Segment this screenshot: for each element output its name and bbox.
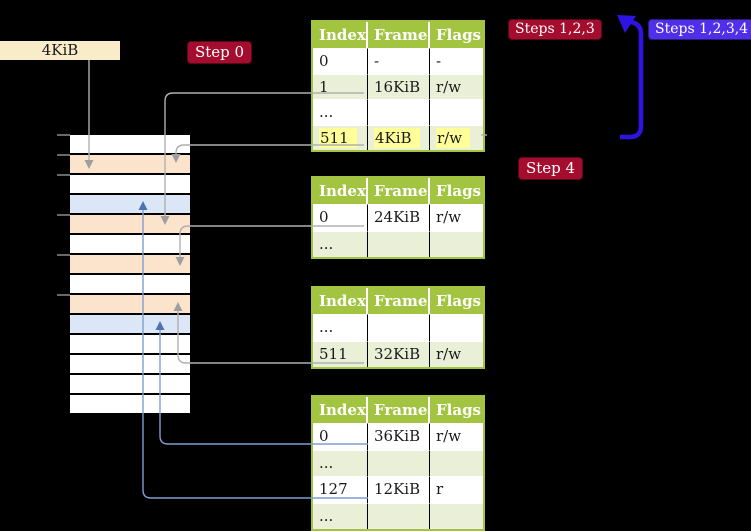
table-row: ... [313,449,483,476]
table-row: 0 - - [313,48,483,74]
table-cell: ... [313,502,368,529]
table-cell [430,502,483,529]
table-cell [368,314,430,341]
arrowhead-up-left-icon [617,15,636,33]
table-cell [430,230,483,257]
memory-frame-row [70,135,190,153]
memory-frame-row [70,155,190,173]
table-cell: 127 [313,476,368,503]
page-table-level-4: Index Frame Flags 0 36KiB r/w ... 127 12… [311,395,485,531]
memory-frame-row [70,215,190,233]
table-cell: 0 [313,48,368,74]
table-cell [368,449,430,476]
column-header-flags: Flags [430,178,483,204]
highlighted-value: 511 [319,127,357,148]
table-cell: 511 [313,124,368,150]
column-header-index: Index [313,22,368,48]
table-header-row: Index Frame Flags [313,178,483,204]
table-row: ... [313,314,483,341]
column-header-flags: Flags [430,22,483,48]
column-header-frame: Frame [368,397,430,423]
column-header-frame: Frame [368,22,430,48]
table-cell: 12KiB [368,476,430,503]
memory-frame-row [70,335,190,353]
memory-frame-row [70,195,190,213]
table-cell: 511 [313,340,368,367]
highlighted-value: 4KiB [374,127,420,148]
table-cell [430,449,483,476]
page-table-level-3: Index Frame Flags ... 511 32KiB r/w [311,286,485,369]
table-cell: 4KiB [368,124,430,150]
column-header-index: Index [313,178,368,204]
column-header-index: Index [313,288,368,314]
table-cell: 24KiB [368,204,430,231]
badge-step-4: Step 4 [518,157,584,180]
table-cell [368,99,430,125]
table-cell [430,314,483,341]
table-cell: 32KiB [368,340,430,367]
table-row: ... [313,502,483,529]
badge-steps-1-2-3-4: Steps 1,2,3,4 [648,19,751,40]
table-cell: ... [313,99,368,125]
table-cell: 1 [313,73,368,99]
table-row-highlighted: 511 4KiB r/w [313,124,483,150]
column-header-flags: Flags [430,397,483,423]
highlighted-value: r/w [436,127,471,148]
table-row: ... [313,230,483,257]
table-row: 1 16KiB r/w [313,73,483,99]
memory-frame-row [70,275,190,293]
table-header-row: Index Frame Flags [313,288,483,314]
table-cell: - [368,48,430,74]
memory-frame-row [70,255,190,273]
table-cell: 16KiB [368,73,430,99]
table-row: 0 24KiB r/w [313,204,483,231]
table-cell: ... [313,230,368,257]
table-cell: - [430,48,483,74]
table-cell: r/w [430,204,483,231]
table-cell: r/w [430,423,483,450]
table-header-row: Index Frame Flags [313,397,483,423]
memory-frame-row [70,395,190,413]
column-header-frame: Frame [368,178,430,204]
memory-frame-row [70,175,190,193]
badge-step-0: Step 0 [187,41,253,64]
table-cell: 0 [313,423,368,450]
table-cell: ... [313,314,368,341]
steps-1234-loop-arrow [620,19,644,140]
table-cell [430,99,483,125]
table-row: ... [313,99,483,125]
table-cell: r/w [430,340,483,367]
table-cell: r/w [430,73,483,99]
memory-frame-row [70,295,190,313]
table-cell: r [430,476,483,503]
memory-frame-row [70,315,190,333]
memory-frame-row [70,375,190,393]
table-cell: ... [313,449,368,476]
table-cell: 36KiB [368,423,430,450]
page-table-level-2: Index Frame Flags 0 24KiB r/w ... [311,176,485,259]
column-header-flags: Flags [430,288,483,314]
table-cell [368,502,430,529]
table-cell: 0 [313,204,368,231]
table-row: 0 36KiB r/w [313,423,483,450]
table-row: 127 12KiB r [313,476,483,503]
memory-frame-row [70,355,190,373]
column-header-index: Index [313,397,368,423]
memory-frame-row [70,235,190,253]
table-cell [368,230,430,257]
physical-memory-column [70,135,190,413]
badge-steps-1-2-3: Steps 1,2,3 [508,19,602,40]
table-row: 511 32KiB r/w [313,340,483,367]
column-header-frame: Frame [368,288,430,314]
table-header-row: Index Frame Flags [313,22,483,48]
page-size-label: 4KiB [0,41,120,60]
page-table-level-1: Index Frame Flags 0 - - 1 16KiB r/w ... … [311,20,485,152]
table-cell: r/w [430,124,483,150]
